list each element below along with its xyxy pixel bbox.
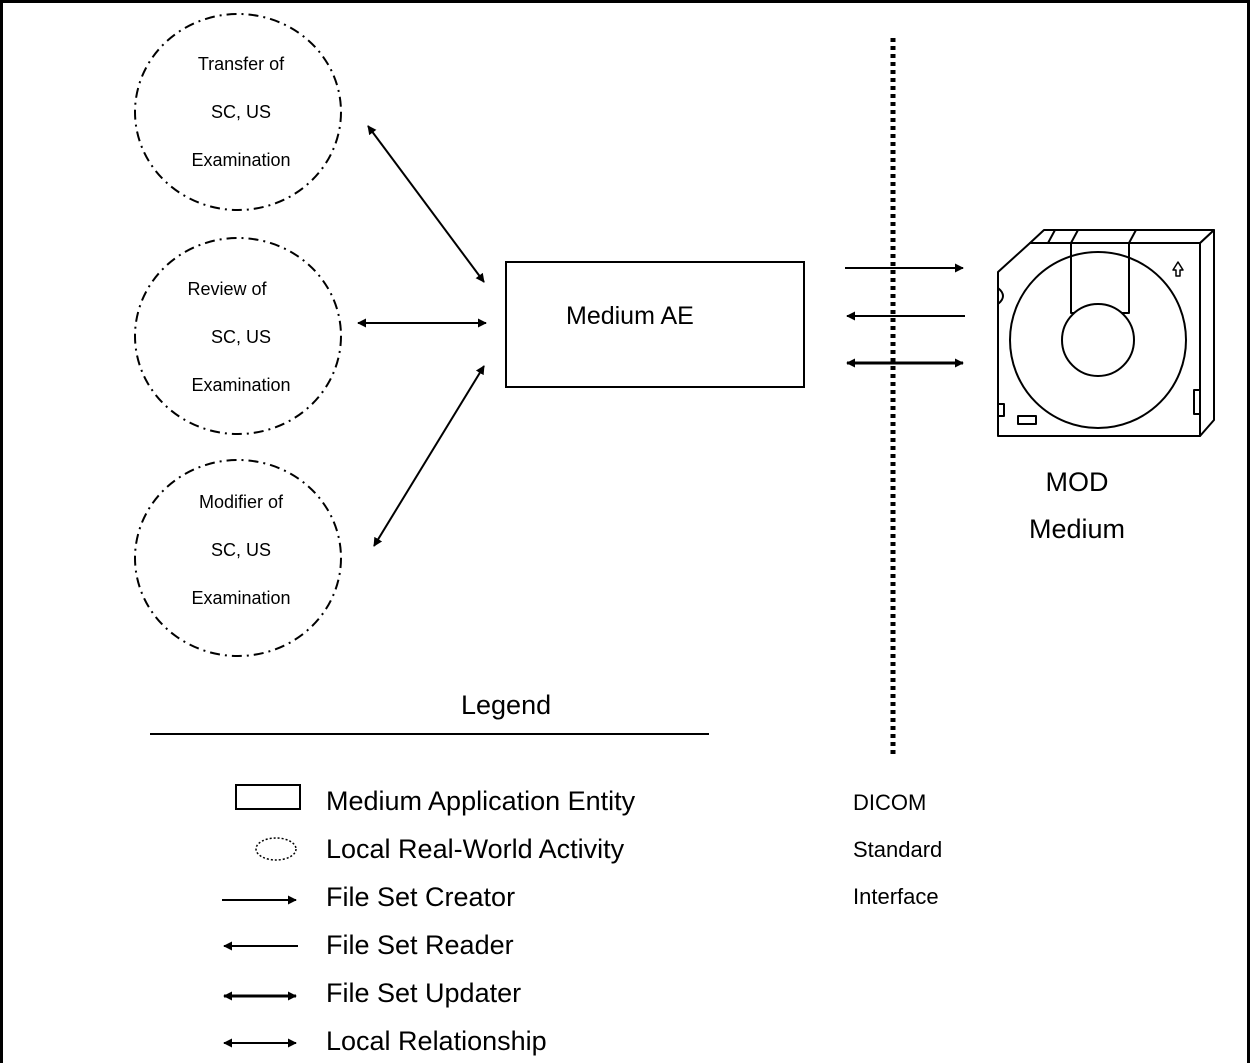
relationship-arrow-transfer [367, 125, 485, 283]
activity-transfer-line2: SC, US [210, 102, 271, 122]
activity-transfer-line3: Examination [191, 150, 291, 170]
mod-medium-label-line2: Medium [1028, 514, 1126, 544]
activity-transfer-line1: Transfer of [197, 54, 285, 74]
legend-title: Legend [461, 690, 552, 720]
activity-review-line2: SC, US [210, 327, 271, 347]
legend-label-activity: Local Real-World Activity [326, 834, 625, 864]
legend-symbol-dotted-ellipse [255, 837, 297, 861]
interface-label-line1: DICOM [853, 790, 927, 815]
activity-review-line1: Review of [187, 279, 267, 299]
legend-label-updater: File Set Updater [326, 978, 522, 1008]
activity-modifier-line2: SC, US [210, 540, 271, 560]
relationship-arrow-modifier [373, 365, 485, 547]
mod-medium-label-line1: MOD [1045, 467, 1109, 497]
interface-label-line2: Standard [853, 837, 943, 862]
medium-ae-label: Medium AE [566, 302, 694, 330]
legend-label-reader: File Set Reader [326, 930, 514, 960]
mod-cartridge-icon [997, 229, 1215, 437]
legend-symbol-rectangle [235, 784, 301, 810]
activity-review-circle [134, 237, 342, 435]
activity-modifier-circle [134, 459, 342, 657]
activity-modifier-line1: Modifier of [198, 492, 284, 512]
medium-ae-box [505, 261, 805, 388]
legend-label-ae: Medium Application Entity [326, 786, 636, 816]
activity-modifier-line3: Examination [191, 588, 291, 608]
activity-transfer-circle [134, 13, 342, 211]
legend-label-relationship: Local Relationship [326, 1026, 547, 1056]
interface-label-line3: Interface [853, 884, 939, 909]
activity-review-line3: Examination [191, 375, 291, 395]
legend-label-creator: File Set Creator [326, 882, 516, 912]
